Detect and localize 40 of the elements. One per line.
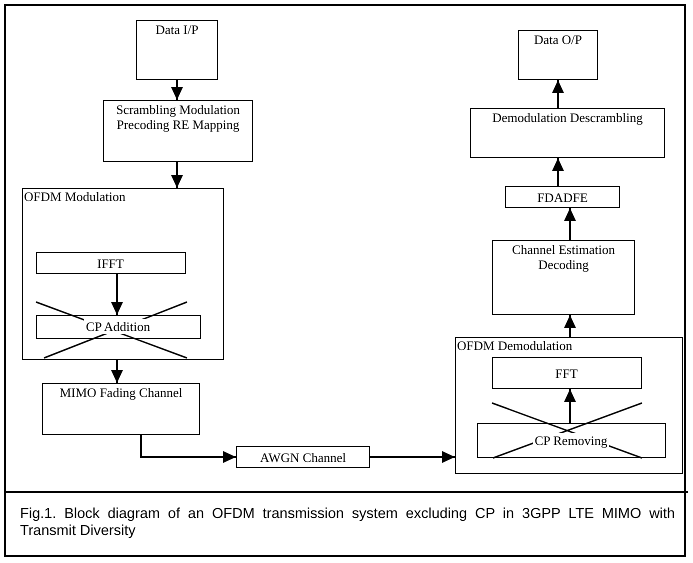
block-label: CP Removing	[532, 432, 610, 448]
process-box	[505, 186, 620, 208]
process-box	[236, 446, 370, 468]
group-box	[455, 337, 683, 474]
arrow	[552, 80, 564, 108]
block-label: Scrambling Modulation Precoding RE Mapping	[115, 101, 241, 132]
process-box	[492, 356, 642, 388]
process-box	[476, 422, 666, 458]
block-label: IFFT	[97, 254, 124, 270]
figure-caption: Fig.1. Block diagram of an OFDM transmission system excluding CP in 3GPP LTE MIMO with Transmit Diversity	[20, 506, 675, 540]
block-label: Demodulation Descrambling	[491, 109, 644, 125]
arrow	[552, 158, 564, 186]
arrow	[370, 451, 455, 463]
block-label: OFDM Modulation	[23, 189, 126, 204]
block-label: CP Addition	[84, 319, 152, 334]
process-box	[470, 108, 665, 158]
process-box	[136, 20, 218, 80]
process-box	[42, 383, 200, 435]
process-box	[36, 314, 200, 338]
block-label: Data I/P	[154, 21, 200, 37]
arrow	[171, 162, 183, 188]
arrow	[171, 80, 183, 100]
arrow	[111, 360, 123, 383]
group-box	[22, 188, 224, 360]
block-label: FDADFE	[537, 189, 588, 205]
arrow	[564, 389, 576, 423]
process-box	[36, 252, 186, 274]
block-label: Channel Estimation Decoding	[511, 241, 616, 272]
block-label: MIMO Fading Channel	[58, 384, 184, 400]
block-label: Data O/P	[532, 31, 584, 47]
arrow	[564, 208, 576, 240]
arrow	[111, 274, 123, 315]
process-box	[492, 240, 635, 315]
block-label: OFDM Demodulation	[456, 338, 574, 353]
process-box	[518, 30, 598, 80]
arrow	[140, 435, 236, 463]
block-label: AWGN Channel	[260, 449, 346, 465]
block-label: FFT	[555, 364, 578, 380]
process-box	[103, 100, 253, 162]
arrow	[564, 315, 576, 337]
